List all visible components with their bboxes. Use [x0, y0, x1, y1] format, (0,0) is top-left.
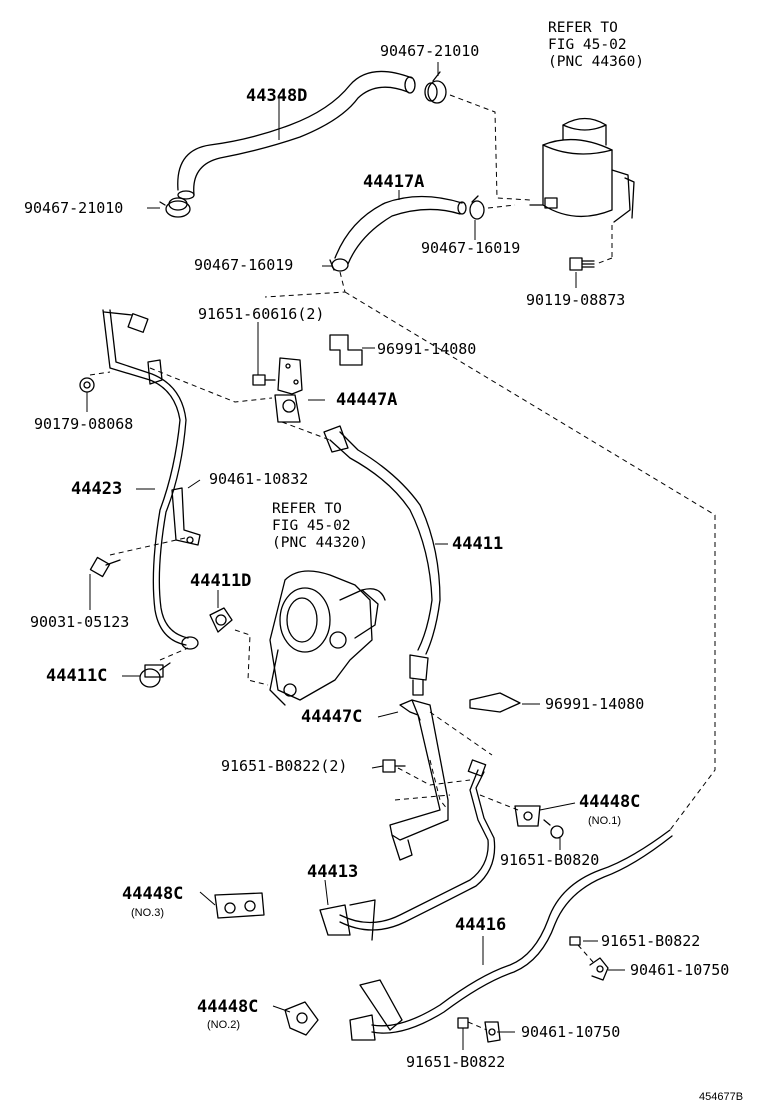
part-44411c: 44411C: [46, 666, 108, 686]
clamp-90467-16019-right: [469, 195, 485, 220]
part-90461-10750-b: 90461-10750: [521, 1023, 621, 1041]
bolt-90031-05123: [89, 556, 121, 578]
hose-44417a-outline1: [334, 195, 463, 259]
pipe-44423: [102, 309, 187, 646]
part-44348d: 44348D: [246, 86, 308, 106]
hose-44348d-outline2: [193, 86, 409, 196]
clamp-44448c-no1: [514, 805, 541, 827]
clamp-44448c-no2: [284, 1001, 319, 1036]
hose-44348d-end2: [177, 190, 195, 200]
bolt-91651-b0822-b: [457, 1017, 469, 1029]
bracket-44447c: [389, 699, 449, 861]
bolt-91651-b0820: [543, 819, 564, 839]
bolt-91651-b0822-r: [569, 936, 581, 946]
part-44411d: 44411D: [190, 571, 252, 591]
clip-96991-14080-mid: [469, 692, 521, 713]
part-90031-05123: 90031-05123: [30, 613, 130, 631]
reservoir-reference: REFER TO FIG 45-02 (PNC 44360): [548, 20, 645, 70]
clamp-90461-10750-b: [484, 1021, 501, 1043]
part-90467-21010-left: 90467-21010: [24, 199, 124, 217]
clamp-44448c-no3: [214, 892, 265, 919]
pipe-44416: [349, 829, 673, 1041]
hose-44417a-outline2: [347, 208, 461, 265]
part-96991-14080-mid: 96991-14080: [545, 695, 645, 713]
bracket-44447a: [274, 357, 303, 423]
part-91651-b0822-b: 91651-B0822: [406, 1053, 506, 1071]
part-90461-10832: 90461-10832: [209, 470, 309, 488]
power-steering-pump: [269, 570, 386, 706]
clamp-90461-10750-r: [589, 957, 609, 981]
pipe-44423-nut: [127, 313, 149, 333]
clamp-90467-16019-left: [329, 258, 349, 272]
clip-96991-14080-top: [329, 334, 363, 366]
part-90467-21010-top: 90467-21010: [380, 42, 480, 60]
part-91651-b0822-2: 91651-B0822(2): [221, 757, 348, 775]
diagram-id: 454677B: [699, 1091, 744, 1103]
part-91651-60616: 91651-60616(2): [198, 305, 325, 323]
part-44447c: 44447C: [301, 707, 363, 727]
part-44423: 44423: [71, 479, 123, 499]
part-44447a: 44447A: [336, 390, 398, 410]
part-96991-14080-top: 96991-14080: [377, 340, 477, 358]
pump-reference: REFER TO FIG 45-02 (PNC 44320): [272, 501, 369, 551]
hose-44411: [323, 425, 441, 696]
part-44416: 44416: [455, 915, 507, 935]
dashed-guides: [89, 94, 716, 1031]
part-90179-08068: 90179-08068: [34, 415, 134, 433]
reservoir-tank: [529, 117, 635, 223]
clamp-90461-10832: [171, 487, 201, 546]
clamp-90467-21010-top: [424, 71, 447, 104]
hose-44348d-end: [404, 76, 416, 94]
bolt-90119-08873: [569, 257, 595, 271]
part-91651-b0822-r: 91651-B0822: [601, 932, 701, 950]
clamp-90467-21010-left: [159, 197, 191, 218]
part-44413: 44413: [307, 862, 359, 882]
part-44417a: 44417A: [363, 172, 425, 192]
part-44448c-no3: 44448C: [122, 884, 184, 904]
part-44448c-no2: 44448C: [197, 997, 259, 1017]
nut-90179-08068: [79, 377, 95, 393]
leader-lines: [86, 62, 625, 1050]
hose-44417a-end: [457, 201, 467, 215]
part-91651-b0820: 91651-B0820: [500, 851, 600, 869]
part-44448c-no1: 44448C: [579, 792, 641, 812]
part-90467-16019-right: 90467-16019: [421, 239, 521, 257]
note-no3: (NO.3): [131, 907, 164, 919]
hose-44348d-outline1: [177, 70, 413, 191]
bracket-44423: [147, 359, 163, 385]
part-90461-10750-r: 90461-10750: [630, 961, 730, 979]
part-90467-16019-left: 90467-16019: [194, 256, 294, 274]
part-44411: 44411: [452, 534, 504, 554]
union-44411c: [139, 662, 171, 688]
note-no2: (NO.2): [207, 1019, 240, 1031]
bolt-91651-60616: [252, 374, 276, 386]
part-90119-08873: 90119-08873: [526, 291, 626, 309]
pipe-44413: [319, 759, 496, 941]
oring-44411d: [209, 607, 233, 633]
note-no1: (NO.1): [588, 815, 621, 827]
